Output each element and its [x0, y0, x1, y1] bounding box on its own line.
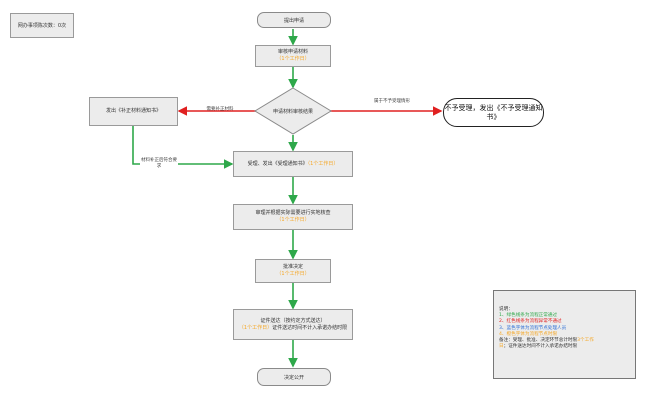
legend-note-suffix: ；证件送达时间不计入承诺办结时限: [503, 344, 578, 350]
node-deliver-time: （1个工作日）: [238, 324, 273, 331]
legend-item-orange: 4、橙色字体为流程节点时限: [499, 331, 558, 337]
legend-item-blue: 3、蓝色字体为流程节点处理人员: [499, 325, 567, 331]
legend-note: 备注：受理、批准、决定环节总计时限3个工作: [499, 338, 631, 344]
node-accept: 受理、发出《受理通知书》（1个工作日）: [233, 151, 353, 177]
legend-heading: 说明：: [499, 307, 513, 312]
node-supplement-label: 发出《补正材料通知书》: [105, 108, 161, 114]
legend-item-red: 2、红色线条为流程异常不通过: [499, 319, 562, 325]
node-approve: 批准决定 （1个工作日）: [255, 259, 331, 283]
edge-supplement-accept: [132, 125, 234, 169]
legend-note-cont: 日；证件送达时间不计入承诺办结时限: [499, 344, 578, 350]
stats-label: 网办事项陈次数：0次: [17, 23, 67, 29]
stats-box: 网办事项陈次数：0次: [10, 13, 74, 38]
edge-label-need-supplement: 需要补正材料: [206, 107, 234, 112]
node-accept-time: （1个工作日）: [307, 160, 339, 167]
node-approve-time: （1个工作日）: [276, 271, 310, 277]
node-check-title: 审理并根据实际需要进行实地核查: [255, 210, 331, 216]
node-deliver-title: 证件送达（按约定方式送达）: [260, 317, 326, 324]
legend-box: 说明： 1、绿色线条为流程正常通过 2、红色线条为流程异常不通过 3、蓝色字体为…: [493, 290, 636, 379]
legend-item-green: 1、绿色线条为流程正常通过: [499, 313, 558, 319]
node-deliver-note: 证件送达时间不计入承诺办结时限: [272, 324, 348, 331]
node-approve-title: 批准决定: [282, 264, 303, 270]
node-check-time: （1个工作日）: [276, 217, 310, 223]
node-accept-title-text: 受理、发出《受理通知书》: [247, 160, 308, 167]
node-refuse-label: 不予受理，发出《不予受理通知书》: [444, 103, 543, 121]
node-review: 审核申请材料 （1个工作日）: [255, 45, 331, 67]
node-end-label: 决定公开: [283, 374, 304, 381]
node-review-title: 审核申请材料: [277, 49, 308, 55]
node-start: 提出申请: [257, 12, 331, 28]
edge-label-not-in-scope: 属于不予受理情形: [374, 99, 410, 104]
decision-label: 申请材料审核结果: [272, 109, 313, 115]
node-start-label: 提出申请: [283, 17, 304, 24]
decision-diamond: [254, 87, 332, 135]
node-refuse: 不予受理，发出《不予受理通知书》: [443, 98, 544, 127]
node-end: 决定公开: [257, 368, 331, 386]
edge-label-supplement-done: 材料补正后符合要求: [140, 158, 178, 170]
node-check: 审理并根据实际需要进行实地核查 （1个工作日）: [233, 204, 353, 230]
node-review-time: （1个工作日）: [276, 56, 310, 62]
node-deliver: 证件送达（按约定方式送达） （1个工作日）证件送达时间不计入承诺办结时限: [233, 309, 353, 340]
legend-note-prefix: 备注：受理、批准、决定环节总计时限: [499, 338, 578, 344]
node-deliver-sub: （1个工作日）证件送达时间不计入承诺办结时限: [239, 325, 347, 332]
node-supplement: 发出《补正材料通知书》: [89, 97, 178, 126]
legend-note-highlight: 3个工作: [577, 338, 594, 344]
node-accept-title: 受理、发出《受理通知书》（1个工作日）: [248, 161, 339, 168]
